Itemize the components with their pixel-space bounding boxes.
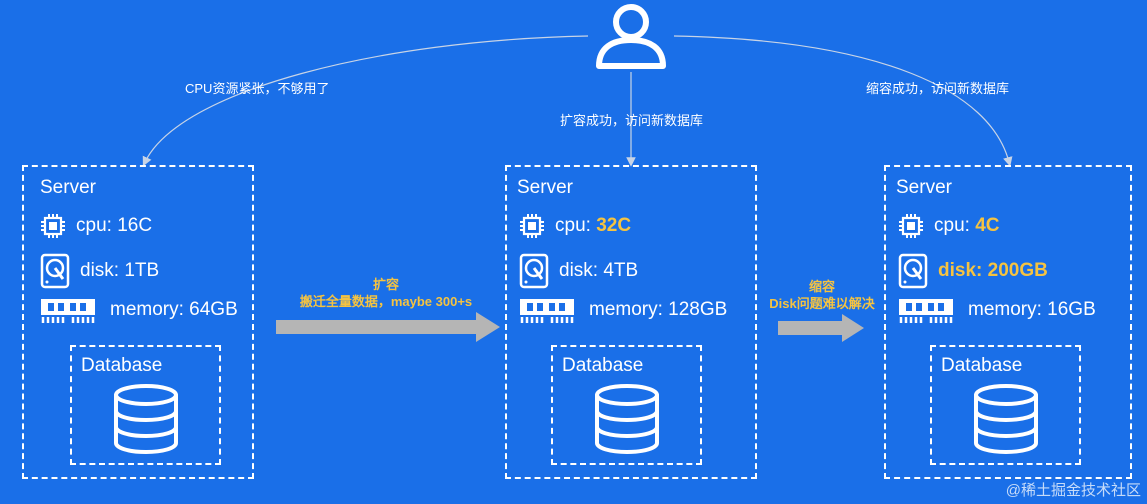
database-title: Database	[562, 355, 644, 376]
disk-row: disk: 1TB	[40, 253, 159, 289]
memory-row: memory: 64GB	[40, 295, 238, 325]
disk-label: disk:	[559, 260, 604, 281]
server-box-original: Server cpu: 16C disk: 1TB	[22, 165, 254, 479]
memory-row: memory: 16GB	[898, 295, 1096, 325]
disk-row: disk: 4TB	[519, 253, 638, 289]
note-cpu-shortage: CPU资源紧张，不够用了	[185, 81, 330, 96]
cpu-row: cpu: 32C	[519, 213, 631, 239]
disk-drive-icon	[40, 253, 70, 289]
server-title: Server	[40, 177, 96, 198]
server-box-scaled-down: Server cpu: 4C disk: 200GB	[884, 165, 1132, 479]
cpu-value: 32C	[596, 215, 632, 236]
scale-up-title: 扩容	[372, 277, 399, 292]
cpu-chip-icon	[520, 214, 544, 238]
scale-down-label: 缩容 Disk问题难以解决	[758, 278, 886, 312]
note-scale-down-success: 缩容成功，访问新数据库	[866, 81, 1010, 96]
scale-up-detail: 搬迁全量数据，maybe 300+s	[299, 294, 473, 309]
disk-drive-icon	[898, 253, 928, 289]
database-icon	[595, 384, 659, 455]
memory-label: memory: 128GB	[589, 299, 728, 320]
cpu-value: 4C	[975, 215, 1000, 236]
database-box: Database	[930, 345, 1081, 465]
memory-stick-icon	[520, 299, 574, 323]
curve-to-right-server	[673, 35, 1013, 167]
database-box: Database	[70, 345, 221, 465]
database-box: Database	[551, 345, 702, 465]
scale-down-title: 缩容	[808, 279, 835, 294]
memory-label: memory: 64GB	[110, 299, 238, 320]
memory-stick-icon	[899, 299, 953, 323]
disk-label: disk:	[80, 260, 125, 281]
cpu-label: cpu:	[934, 215, 976, 236]
disk-value: 4TB	[603, 260, 639, 281]
cpu-row: cpu: 16C	[40, 213, 152, 239]
disk-value: 1TB	[124, 260, 160, 281]
cpu-label: cpu:	[555, 215, 597, 236]
memory-row: memory: 128GB	[519, 295, 727, 325]
memory-label: memory: 16GB	[968, 299, 1096, 320]
cpu-value: 16C	[117, 215, 153, 236]
server-box-scaled-up: Server cpu: 32C disk: 4TB	[505, 165, 757, 479]
disk-row: disk: 200GB	[898, 253, 1048, 289]
server-title: Server	[896, 177, 952, 198]
disk-value: 200GB	[987, 260, 1048, 281]
scale-down-detail: Disk问题难以解决	[769, 296, 875, 311]
disk-drive-icon	[519, 253, 549, 289]
user-icon	[596, 4, 666, 69]
scale-down-arrow	[778, 314, 864, 342]
curve-to-left-server	[142, 35, 589, 167]
cpu-row: cpu: 4C	[898, 213, 1000, 239]
cpu-label: cpu:	[76, 215, 118, 236]
cpu-chip-icon	[899, 214, 923, 238]
cpu-chip-icon	[41, 214, 65, 238]
database-title: Database	[941, 355, 1023, 376]
scale-up-arrow	[276, 312, 500, 342]
database-icon	[974, 384, 1038, 455]
disk-label: disk:	[938, 260, 988, 281]
note-scale-up-success: 扩容成功，访问新数据库	[560, 113, 704, 128]
database-title: Database	[81, 355, 163, 376]
scale-up-label: 扩容 搬迁全量数据，maybe 300+s	[280, 276, 492, 310]
server-title: Server	[517, 177, 573, 198]
database-icon	[114, 384, 178, 455]
memory-stick-icon	[41, 299, 95, 323]
watermark: @稀土掘金技术社区	[1005, 482, 1141, 499]
